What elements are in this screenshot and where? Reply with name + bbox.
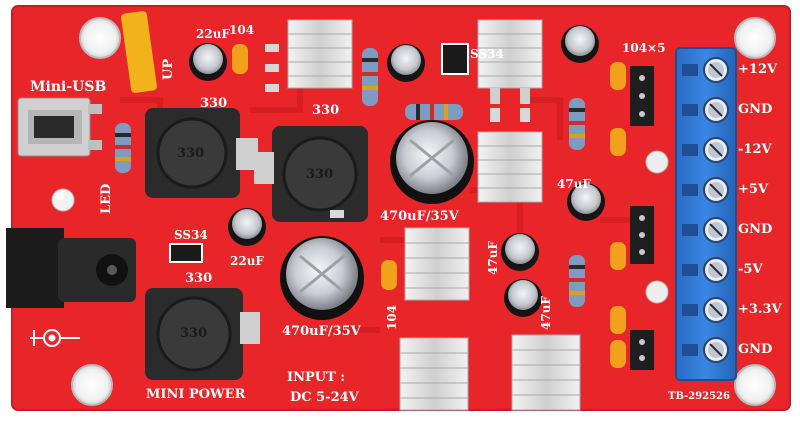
label-input-range: DC 5-24V bbox=[290, 390, 359, 405]
terminal-block bbox=[675, 47, 737, 381]
capacitor-small-6 bbox=[501, 233, 539, 271]
film-cap-3 bbox=[610, 62, 626, 90]
label-cap-470uf-a: 470uF/35V bbox=[380, 209, 459, 224]
terminal-screw bbox=[682, 257, 729, 283]
mini-usb-connector bbox=[17, 97, 102, 157]
terminal-screw bbox=[682, 97, 729, 123]
capacitor-470uf-2 bbox=[280, 236, 364, 320]
resistor-1 bbox=[115, 123, 131, 173]
terminal-label: -5V bbox=[738, 262, 763, 277]
label-ind-330-mid: 330 bbox=[312, 103, 340, 118]
heatsink-6 bbox=[511, 334, 581, 411]
diode-ss34-top bbox=[441, 43, 469, 75]
terminal-screw bbox=[682, 337, 729, 363]
polarity-symbol bbox=[30, 329, 80, 347]
label-ind-330-b: 330 bbox=[306, 167, 334, 182]
film-cap-4 bbox=[610, 128, 626, 156]
heatsink-2 bbox=[477, 19, 543, 104]
pin-header-3 bbox=[630, 330, 654, 370]
label-cap-47uf-b: 47uF bbox=[486, 241, 500, 275]
pin-header-2 bbox=[630, 206, 654, 264]
led-output-2 bbox=[645, 280, 669, 304]
terminal-screw bbox=[682, 217, 729, 243]
label-ss34-mid: SS34 bbox=[174, 228, 208, 242]
capacitor-small-3 bbox=[561, 25, 599, 63]
capacitor-small-5 bbox=[567, 183, 605, 221]
label-led: LED bbox=[99, 183, 114, 214]
resistor-3 bbox=[405, 104, 463, 120]
dc-barrel-jack bbox=[6, 228, 136, 308]
label-ind-330-a: 330 bbox=[177, 146, 205, 161]
label-input-title: INPUT : bbox=[287, 370, 346, 385]
terminal-screw bbox=[682, 57, 729, 83]
film-cap-5 bbox=[610, 242, 626, 270]
film-cap-1 bbox=[232, 44, 248, 74]
capacitor-small-2 bbox=[387, 44, 425, 82]
mounting-hole-top-left bbox=[79, 17, 121, 59]
film-cap-6 bbox=[610, 306, 626, 334]
inductor-top-center bbox=[254, 126, 368, 222]
label-ind-330-c: 330 bbox=[180, 326, 208, 341]
terminal-label: GND bbox=[738, 222, 773, 237]
heatsink-4 bbox=[404, 227, 470, 301]
terminal-screw bbox=[682, 177, 729, 203]
terminal-screw bbox=[682, 137, 729, 163]
label-cap-47uf-c: 47uF bbox=[539, 296, 553, 330]
led-output-1 bbox=[645, 150, 669, 174]
resistor-2 bbox=[362, 48, 378, 106]
label-mini-power: MINI POWER bbox=[146, 387, 246, 402]
label-cap-22uf-mid: 22uF bbox=[230, 254, 264, 268]
label-board-id: TB-292526 bbox=[668, 391, 730, 402]
heatsink-1 bbox=[287, 19, 353, 89]
terminal-screw bbox=[682, 297, 729, 323]
diode-ss34-mid bbox=[169, 243, 203, 263]
label-upload: UP bbox=[161, 58, 176, 80]
label-mini-usb: Mini-USB bbox=[30, 79, 107, 95]
terminal-label: -12V bbox=[738, 142, 772, 157]
resistor-5 bbox=[569, 255, 585, 307]
mounting-hole-bottom-right bbox=[734, 364, 776, 406]
terminal-label: GND bbox=[738, 102, 773, 117]
label-cap-470uf-b: 470uF/35V bbox=[282, 324, 361, 339]
label-cap-104-mid: 104 bbox=[385, 304, 399, 330]
capacitor-470uf-1 bbox=[390, 120, 474, 204]
inductor-top-left bbox=[145, 108, 258, 198]
label-ind-330-tl: 330 bbox=[200, 96, 228, 111]
terminal-label: +12V bbox=[738, 62, 778, 77]
heatsink-5 bbox=[399, 337, 469, 411]
terminal-label: +5V bbox=[738, 182, 769, 197]
mounting-hole-top-right bbox=[734, 17, 776, 59]
inductor-bottom-left bbox=[145, 288, 260, 380]
film-cap-2 bbox=[381, 260, 397, 290]
capacitor-small-4 bbox=[228, 208, 266, 246]
heatsink-3 bbox=[477, 131, 543, 203]
label-cap-47uf-a: 47uF bbox=[557, 177, 591, 191]
terminal-label: GND bbox=[738, 342, 773, 357]
mounting-hole-bottom-left bbox=[71, 364, 113, 406]
label-cap-22uf-top: 22uF bbox=[196, 27, 230, 41]
capacitor-small-7 bbox=[504, 279, 542, 317]
pin-header-1 bbox=[630, 66, 654, 126]
led-component bbox=[51, 188, 75, 212]
label-ind-330-bottom: 330 bbox=[185, 271, 213, 286]
terminal-label: +3.3V bbox=[738, 302, 782, 317]
film-cap-7 bbox=[610, 340, 626, 368]
capacitor-small-1 bbox=[189, 43, 227, 81]
label-cap-104-top: 104 bbox=[229, 23, 255, 37]
film-cap-top-left bbox=[121, 11, 157, 93]
resistor-4 bbox=[569, 98, 585, 150]
label-ss34-top: SS34 bbox=[470, 47, 504, 61]
label-cap-104x5: 104×5 bbox=[622, 41, 666, 55]
